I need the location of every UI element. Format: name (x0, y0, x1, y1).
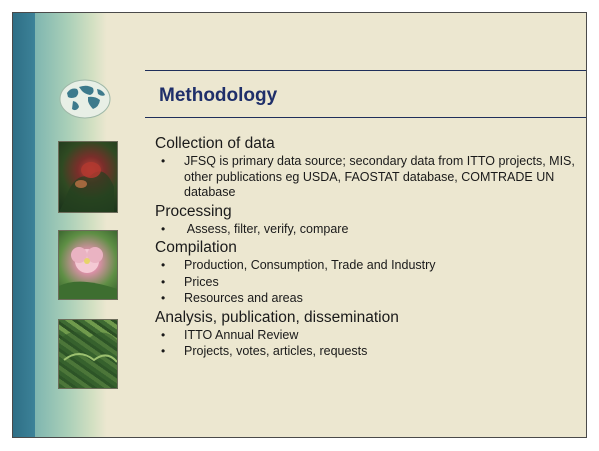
slide-content: Collection of data JFSQ is primary data … (155, 134, 585, 360)
slide-title: Methodology (159, 85, 278, 106)
section-heading: Processing (155, 202, 232, 220)
slide-frame: Methodology Collection of data JFSQ is p… (12, 12, 587, 438)
bullet-list: Production, Consumption, Trade and Indus… (155, 258, 585, 307)
title-rule-bottom (145, 117, 586, 118)
bullet-item: Assess, filter, verify, compare (155, 222, 585, 238)
section-compilation: Compilation Production, Consumption, Tra… (155, 238, 585, 307)
section-heading: Analysis, publication, dissemination (155, 308, 399, 326)
bullet-list: JFSQ is primary data source; secondary d… (155, 154, 585, 201)
bullet-item: ITTO Annual Review (155, 328, 585, 344)
globe-logo-icon (59, 79, 111, 119)
bullet-item: Resources and areas (155, 291, 585, 307)
bullet-item: Production, Consumption, Trade and Indus… (155, 258, 585, 274)
bullet-list: ITTO Annual Review Projects, votes, arti… (155, 328, 585, 360)
forest-canopy-photo (58, 319, 118, 389)
rainforest-photo (58, 141, 118, 213)
section-collection: Collection of data JFSQ is primary data … (155, 134, 585, 201)
section-heading: Collection of data (155, 135, 275, 152)
bullet-item: Prices (155, 275, 585, 291)
bullet-item: Projects, votes, articles, requests (155, 344, 585, 360)
left-decor-strip (13, 13, 35, 437)
flower-photo (58, 230, 118, 300)
title-rule-top (145, 70, 586, 71)
bullet-list: Assess, filter, verify, compare (155, 222, 585, 238)
bullet-item: JFSQ is primary data source; secondary d… (155, 154, 585, 201)
section-heading: Compilation (155, 239, 237, 256)
section-processing: Processing Assess, filter, verify, compa… (155, 202, 585, 238)
section-analysis: Analysis, publication, dissemination ITT… (155, 308, 585, 360)
